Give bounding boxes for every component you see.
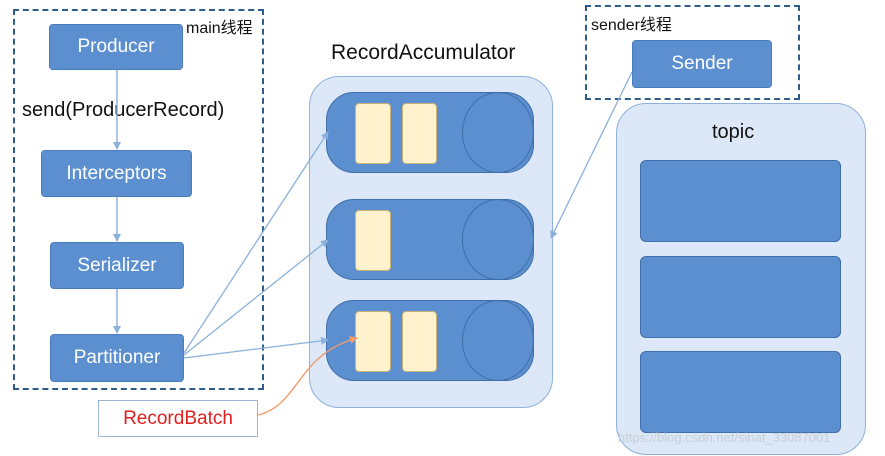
- watermark: https://blog.csdn.net/sinat_33087001: [618, 430, 831, 445]
- send-call-label: send(ProducerRecord): [22, 99, 225, 121]
- interceptors-box: Interceptors: [41, 150, 192, 197]
- accumulator-title: RecordAccumulator: [331, 41, 516, 64]
- sender-thread-label: sender线程: [591, 17, 672, 34]
- topic-partition: [640, 351, 841, 433]
- sender-box: Sender: [632, 40, 772, 88]
- main-thread-label: main线程: [186, 20, 253, 37]
- queue-end: [462, 92, 534, 173]
- record-item: [402, 311, 437, 372]
- record-item: [402, 103, 437, 164]
- record-item: [355, 210, 391, 271]
- record-batch-callout: RecordBatch: [98, 400, 258, 437]
- topic-title: topic: [712, 121, 755, 143]
- producer-box: Producer: [49, 24, 183, 70]
- serializer-box: Serializer: [50, 242, 184, 289]
- queue-end: [462, 199, 534, 280]
- topic-partition: [640, 256, 841, 338]
- topic-partition: [640, 160, 841, 242]
- record-item: [355, 103, 391, 164]
- sender-thread-frame: [585, 5, 800, 100]
- record-item: [355, 311, 391, 372]
- queue-end: [462, 300, 534, 381]
- partitioner-box: Partitioner: [50, 334, 184, 382]
